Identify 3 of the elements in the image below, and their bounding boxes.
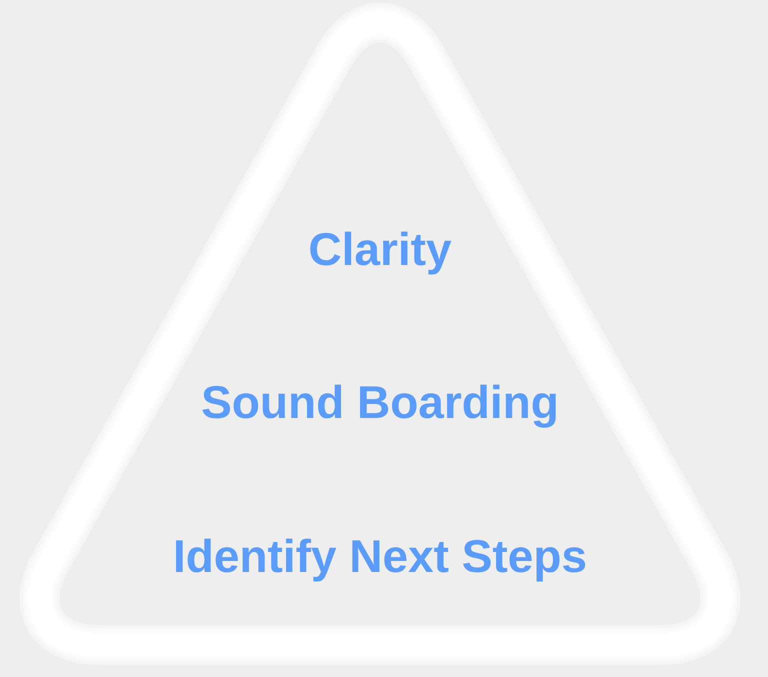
level-label: Clarity xyxy=(310,232,452,275)
level-label: Identify Next Steps xyxy=(176,538,586,582)
level-label: Sound Boarding xyxy=(202,384,556,428)
